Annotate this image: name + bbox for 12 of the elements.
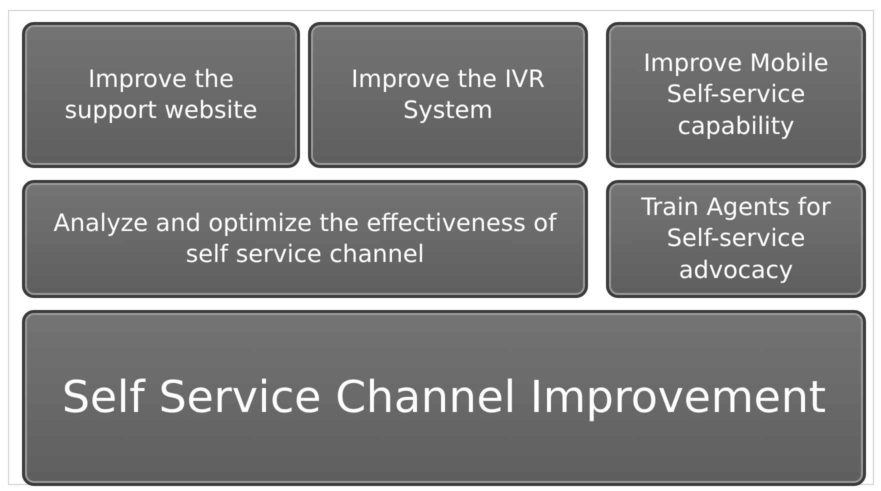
rounded-box (606, 22, 866, 168)
rounded-box (308, 22, 588, 168)
box-label: Improve the IVR System (350, 64, 546, 126)
box-label: Analyze and optimize the effectiveness of self service channel (52, 208, 558, 270)
rounded-box (606, 180, 866, 298)
box-label: Improve Mobile Self-service capability (642, 48, 830, 142)
box-label: Improve the support website (64, 64, 258, 126)
box-label: Train Agents for Self-service advocacy (640, 192, 832, 286)
rounded-box (22, 22, 300, 168)
rounded-box (22, 180, 588, 298)
rounded-box (22, 310, 866, 486)
main-heading: Self Service Channel Improvement (62, 371, 826, 426)
